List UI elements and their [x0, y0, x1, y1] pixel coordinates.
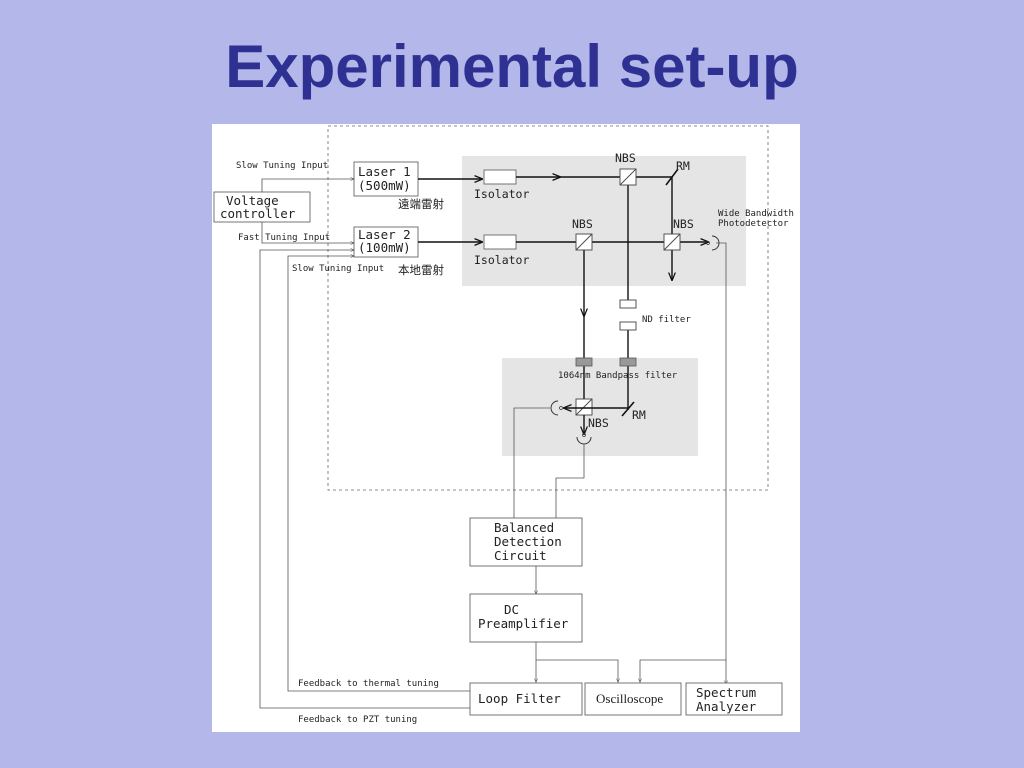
nbs-bottom-label: NBS — [588, 416, 609, 430]
optical-bench-lower — [502, 358, 698, 456]
fast-tuning-line — [261, 222, 354, 243]
laser2-box: Laser 2 (100mW) — [353, 226, 419, 258]
balanced-detection-label-2: Detection — [494, 534, 562, 549]
nbs-bottom — [575, 398, 593, 416]
dc-preamplifier-box: DC Preamplifier — [469, 593, 583, 643]
nbs-mid-right-label: NBS — [673, 217, 694, 231]
isolator-1 — [483, 169, 517, 185]
spectrum-analyzer-box: Spectrum Analyzer — [685, 682, 783, 716]
slide-title: Experimental set-up — [225, 33, 799, 100]
dc-preamp-label-1: DC — [504, 602, 519, 617]
setup-diagram: Voltage controller Laser 1 (500mW) 遠端雷射 … — [212, 124, 800, 732]
balanced-detection-label-3: Circuit — [494, 548, 547, 563]
laser2-label-2: (100mW) — [358, 240, 411, 255]
laser1-chinese-label: 遠端雷射 — [398, 197, 444, 211]
nbs-top-label: NBS — [615, 151, 636, 165]
fast-tuning-input-label: Fast Tuning Input — [238, 233, 330, 243]
oscilloscope-box: Oscilloscope — [584, 682, 682, 716]
spectrum-analyzer-label-2: Analyzer — [696, 699, 757, 714]
wire-bottom-detector — [555, 444, 585, 518]
nbs-mid-left — [575, 233, 593, 251]
slow-tuning-input-label-1: Slow Tuning Input — [236, 161, 328, 171]
nd-filter-top — [619, 299, 637, 309]
detector-left — [550, 400, 563, 416]
balanced-detection-box: Balanced Detection Circuit — [469, 517, 583, 567]
feedback-thermal-label: Feedback to thermal tuning — [298, 679, 439, 689]
voltage-controller-label-2: controller — [220, 206, 296, 221]
slow-tuning-line-1 — [261, 179, 354, 192]
laser2-chinese-label: 本地雷射 — [398, 263, 444, 277]
nd-filter-bottom — [619, 321, 637, 331]
photodetector-label-1: Wide Bandwidth — [718, 209, 794, 219]
feedback-thermal-line — [287, 256, 470, 692]
nbs-mid-right — [663, 233, 681, 251]
voltage-controller-label-1: Voltage — [226, 193, 279, 208]
nbs-mid-left-label: NBS — [572, 217, 593, 231]
wire-preamp-scope — [536, 659, 618, 682]
rm-bottom-label: RM — [632, 408, 646, 422]
wire-left-detector — [513, 407, 550, 518]
spectrum-analyzer-label-1: Spectrum — [696, 685, 756, 700]
wire-photodetector-spectrum — [716, 242, 726, 684]
nbs-top — [619, 168, 637, 186]
rm-bottom-mirror — [621, 401, 635, 417]
feedback-pzt-label: Feedback to PZT tuning — [298, 715, 417, 725]
bandpass-filter-left — [575, 357, 593, 367]
laser2-label-1: Laser 2 — [358, 227, 411, 242]
slow-tuning-input-label-2: Slow Tuning Input — [292, 264, 384, 274]
loop-filter-box: Loop Filter — [469, 682, 583, 716]
isolator-2 — [483, 234, 517, 250]
laser1-label-2: (500mW) — [358, 178, 411, 193]
rm-top-mirror — [665, 168, 679, 186]
balanced-detection-label-1: Balanced — [494, 520, 554, 535]
photodetector-label-2: Photodetector — [718, 219, 789, 229]
bandpass-filter-right — [619, 357, 637, 367]
setup-diagram-svg: Voltage controller Laser 1 (500mW) 遠端雷射 … — [213, 125, 794, 725]
dc-preamp-label-2: Preamplifier — [478, 616, 569, 631]
isolator-1-label: Isolator — [474, 187, 529, 201]
laser1-box: Laser 1 (500mW) — [353, 161, 419, 197]
isolator-2-label: Isolator — [474, 253, 529, 267]
feedback-pzt-line — [259, 250, 470, 709]
rm-top-label: RM — [676, 159, 690, 173]
voltage-controller-box: Voltage controller — [213, 191, 311, 223]
loop-filter-label: Loop Filter — [478, 691, 561, 706]
laser1-label-1: Laser 1 — [358, 164, 411, 179]
wire-pd-scope — [640, 659, 726, 682]
nd-filter-label: ND filter — [642, 315, 691, 325]
oscilloscope-label: Oscilloscope — [596, 691, 663, 706]
bandpass-filter-label: 1064nm Bandpass filter — [558, 371, 678, 381]
